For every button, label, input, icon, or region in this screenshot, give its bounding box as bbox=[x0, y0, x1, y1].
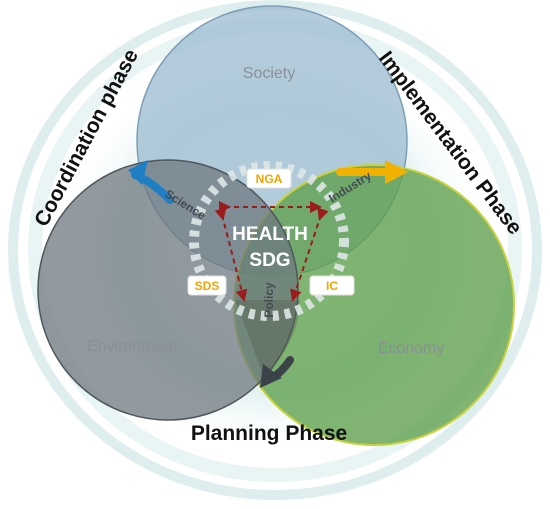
ic-tag: IC bbox=[309, 275, 355, 296]
planning-arrowhead-icon bbox=[260, 364, 282, 388]
coordination-arrowhead-icon bbox=[128, 160, 148, 185]
economy-label: Economy bbox=[378, 340, 445, 357]
svg-text:NGA: NGA bbox=[256, 172, 283, 186]
inner-cycle-ring bbox=[189, 161, 349, 321]
implementation-arrowhead-icon bbox=[385, 160, 408, 184]
dashed-triangle-arrows bbox=[214, 201, 329, 302]
nga-tag: NGA bbox=[246, 168, 292, 189]
svg-text:SDS: SDS bbox=[195, 279, 220, 293]
overlap-highlight bbox=[235, 300, 300, 381]
center-sdg-label: SDG bbox=[249, 250, 290, 271]
environment-label: Environment bbox=[87, 338, 177, 355]
svg-text:IC: IC bbox=[326, 279, 338, 293]
sds-tag: SDS bbox=[187, 275, 227, 296]
policy-label: Policy bbox=[262, 282, 276, 318]
center-health-label: HEALTH bbox=[232, 224, 308, 245]
society-label: Society bbox=[243, 65, 295, 82]
planning-phase-label: Planning Phase bbox=[191, 422, 347, 445]
